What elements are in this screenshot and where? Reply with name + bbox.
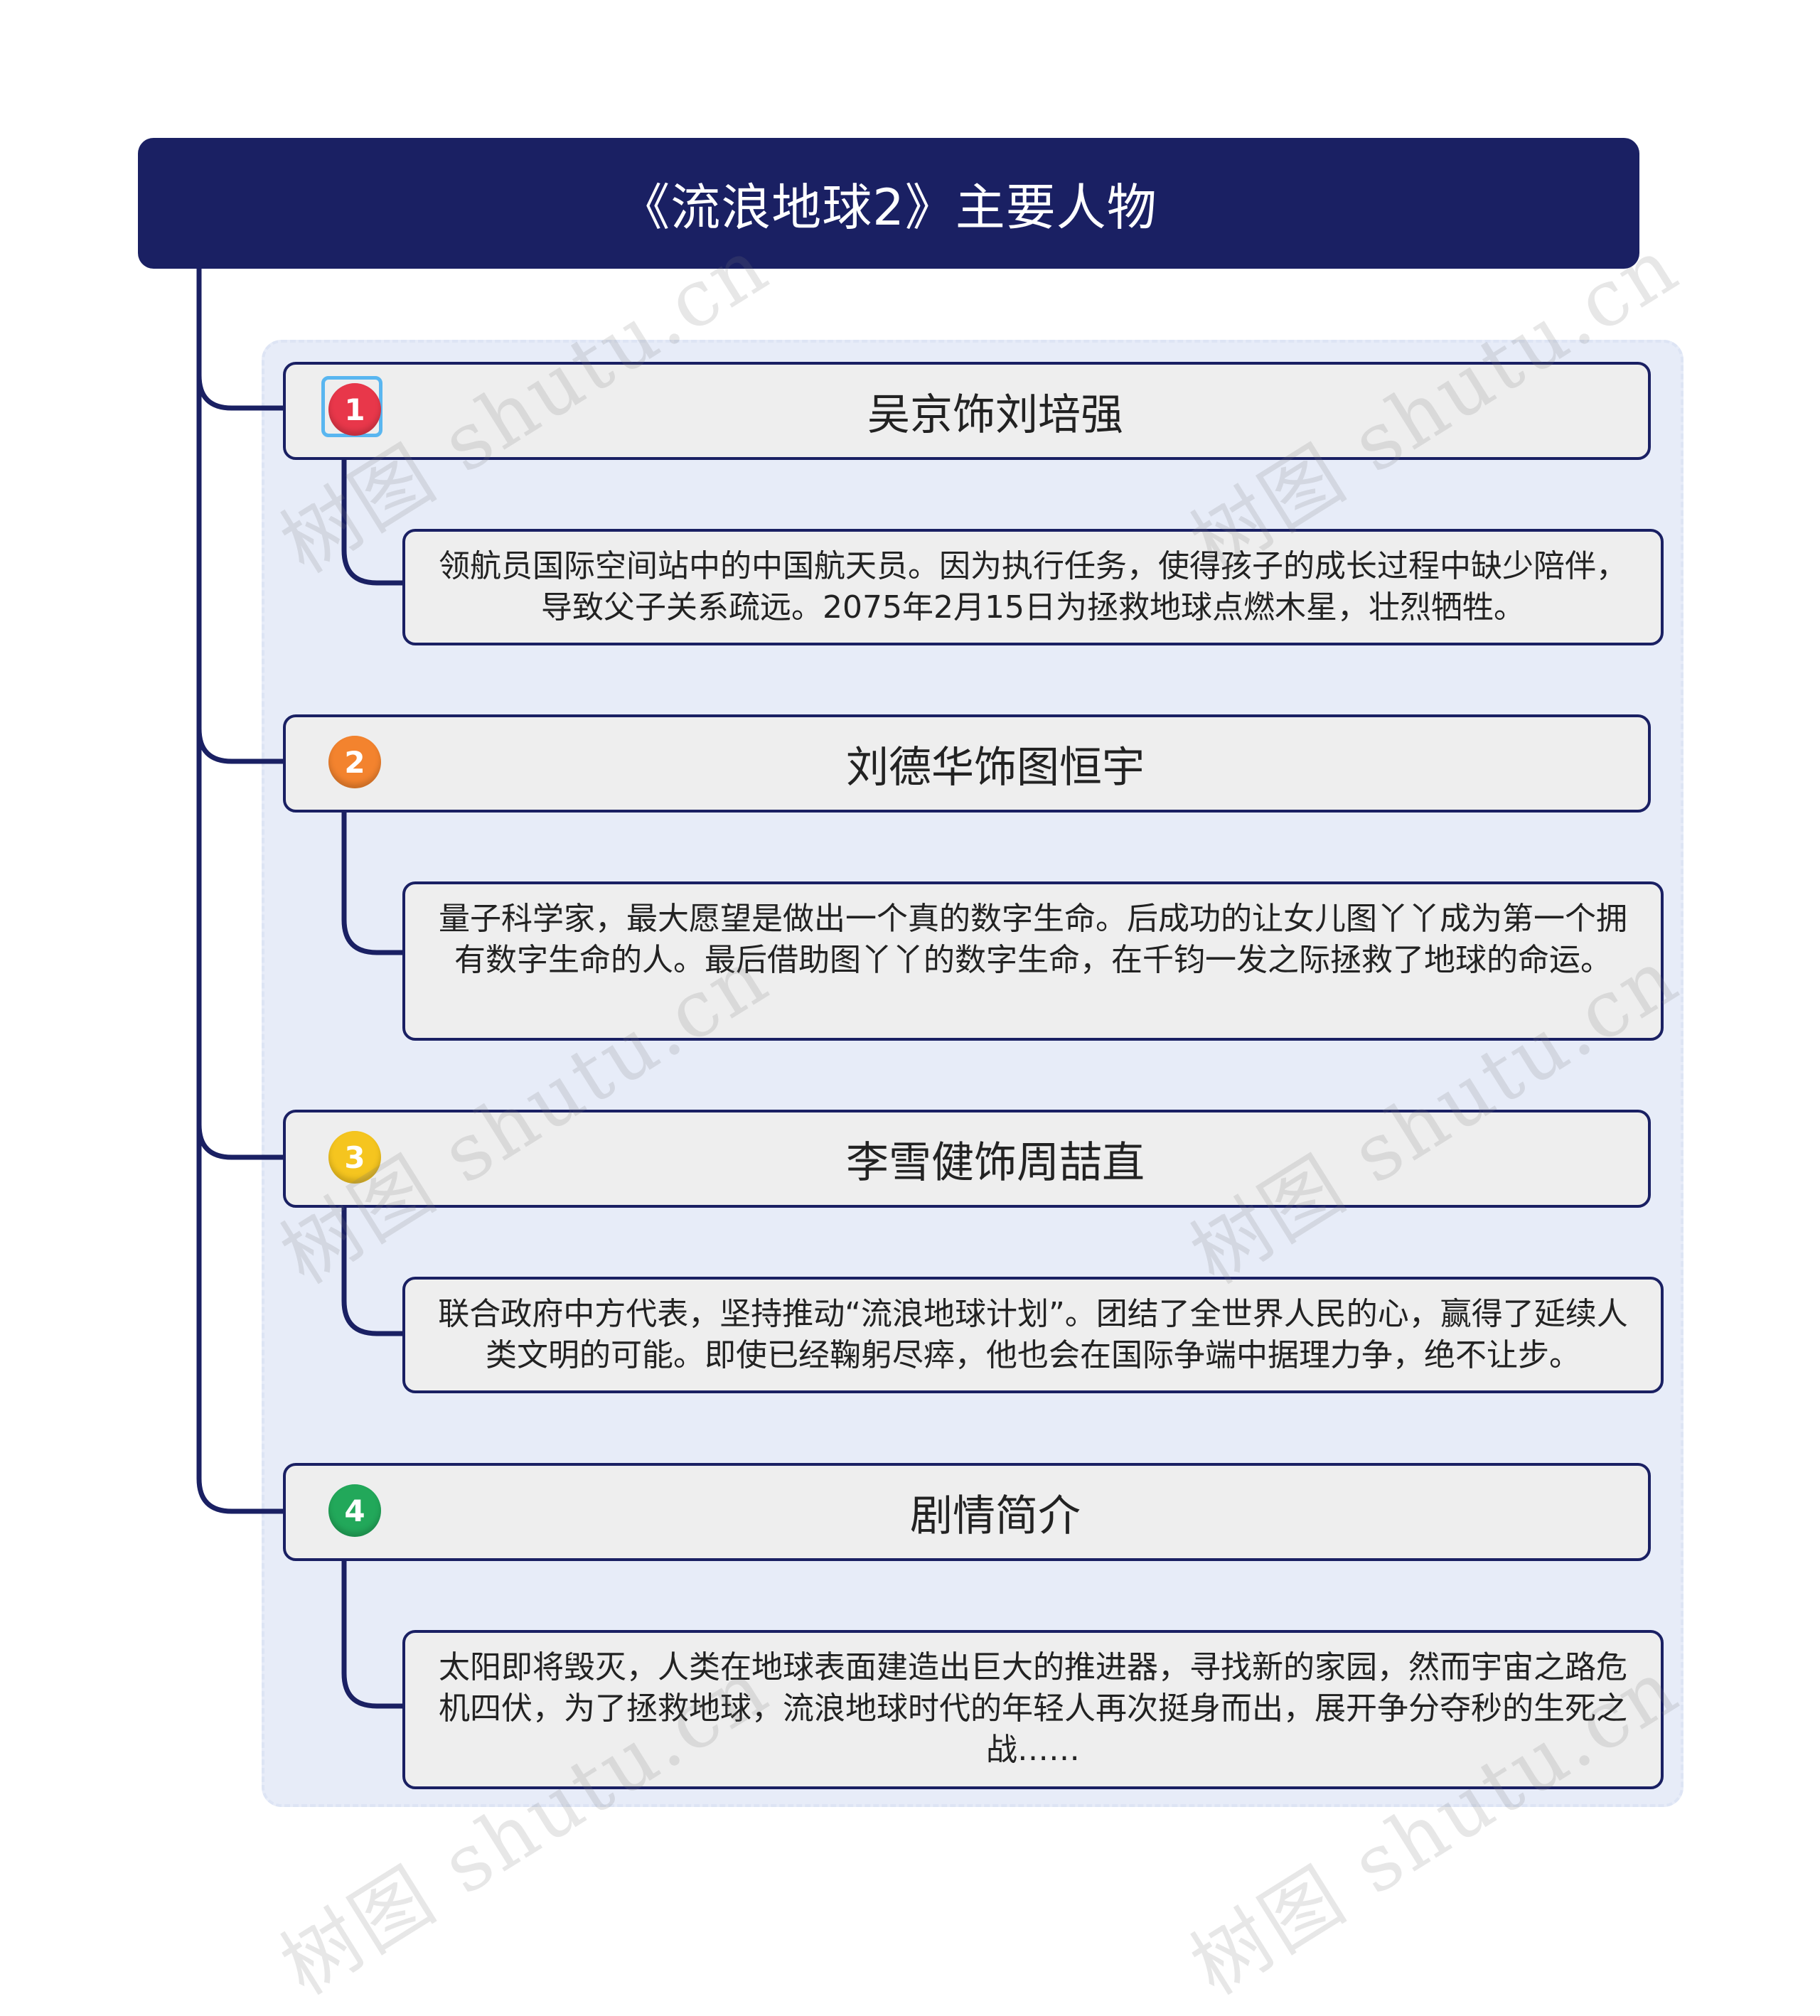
topic-2-description[interactable]: 量子科学家，最大愿望是做出一个真的数字生命。后成功的让女儿图丫丫成为第一个拥有数…	[402, 881, 1664, 1041]
root-topic[interactable]: 《流浪地球2》主要人物	[138, 138, 1639, 269]
topic-label: 李雪健饰周喆直	[846, 1137, 1145, 1188]
priority-2-icon: 2	[328, 736, 381, 788]
topic-3-description[interactable]: 联合政府中方代表，坚持推动“流浪地球计划”。团结了全世界人民的心，赢得了延续人类…	[402, 1277, 1664, 1393]
root-title: 《流浪地球2》主要人物	[620, 178, 1157, 237]
priority-1-icon: 1	[328, 383, 381, 436]
topic-1[interactable]: 1 吴京饰刘培强	[283, 362, 1651, 460]
topic-3[interactable]: 3 李雪健饰周喆直	[283, 1110, 1651, 1208]
topic-label: 吴京饰刘培强	[867, 390, 1123, 440]
mind-map-canvas: 《流浪地球2》主要人物 1 吴京饰刘培强 领航员国际空间站中的中国航天员。因为执…	[138, 138, 1694, 2012]
topic-label: 刘德华饰图恒宇	[846, 742, 1145, 793]
topic-4[interactable]: 4 剧情简介	[283, 1463, 1651, 1561]
priority-3-icon: 3	[328, 1131, 381, 1184]
topic-1-description[interactable]: 领航员国际空间站中的中国航天员。因为执行任务，使得孩子的成长过程中缺少陪伴，导致…	[402, 529, 1664, 645]
topic-label: 剧情简介	[910, 1491, 1081, 1541]
priority-4-icon: 4	[328, 1484, 381, 1537]
topic-2[interactable]: 2 刘德华饰图恒宇	[283, 714, 1651, 813]
topic-4-description[interactable]: 太阳即将毁灭，人类在地球表面建造出巨大的推进器，寻找新的家园，然而宇宙之路危机四…	[402, 1630, 1664, 1789]
